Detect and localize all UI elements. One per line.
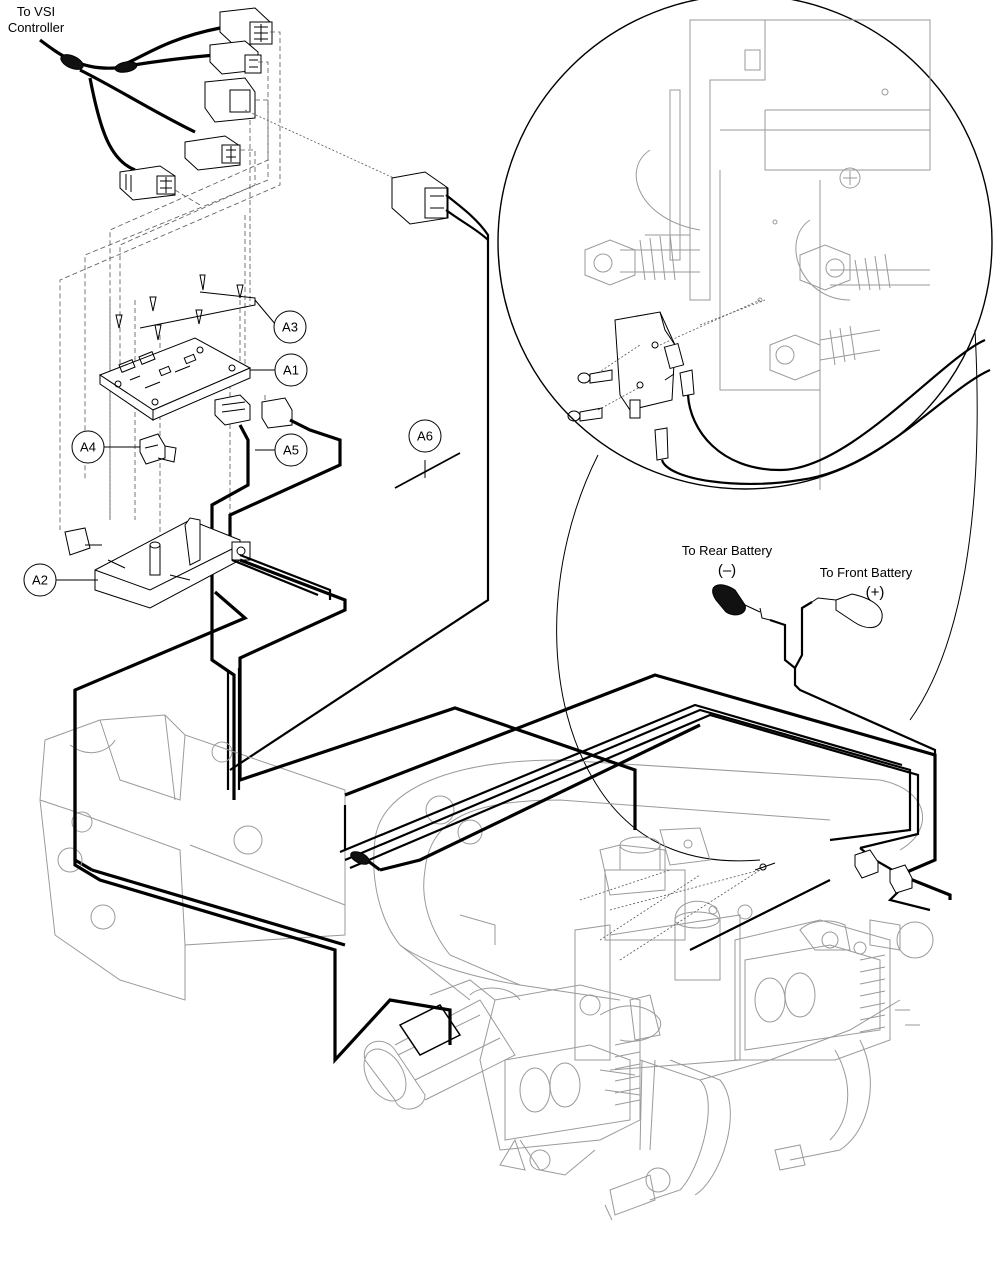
- detail-magnifier: [497, 0, 993, 862]
- main-harness: [73, 673, 952, 1065]
- power-base-chassis: [39, 714, 934, 1221]
- cable-tie: [394, 452, 461, 489]
- rear-battery-polarity: (–): [718, 562, 736, 579]
- battery-terminals: [712, 584, 937, 860]
- vsi-controller-label-line2: Controller: [8, 20, 65, 35]
- vsi-controller-label-line1: To VSI: [17, 4, 55, 19]
- callout-label: A1: [283, 363, 299, 378]
- connector-a6-harness: [229, 171, 490, 771]
- callout-label: A2: [32, 573, 48, 588]
- callout-a6: A6: [408, 419, 442, 453]
- callout-a2: A2: [23, 563, 98, 597]
- callout-label: A6: [417, 429, 433, 444]
- rear-battery-label: To Rear Battery: [682, 543, 773, 558]
- front-battery-label: To Front Battery: [820, 565, 913, 580]
- callout-a1: A1: [250, 353, 308, 387]
- callout-label: A4: [80, 440, 96, 455]
- callout-a3: A3: [254, 299, 307, 344]
- callout-label: A3: [282, 320, 298, 335]
- callout-label: A5: [283, 443, 299, 458]
- callout-a5: A5: [255, 433, 308, 467]
- callout-a4: A4: [71, 430, 140, 464]
- vsi-harness: [39, 7, 421, 530]
- front-battery-polarity: (+): [866, 584, 885, 601]
